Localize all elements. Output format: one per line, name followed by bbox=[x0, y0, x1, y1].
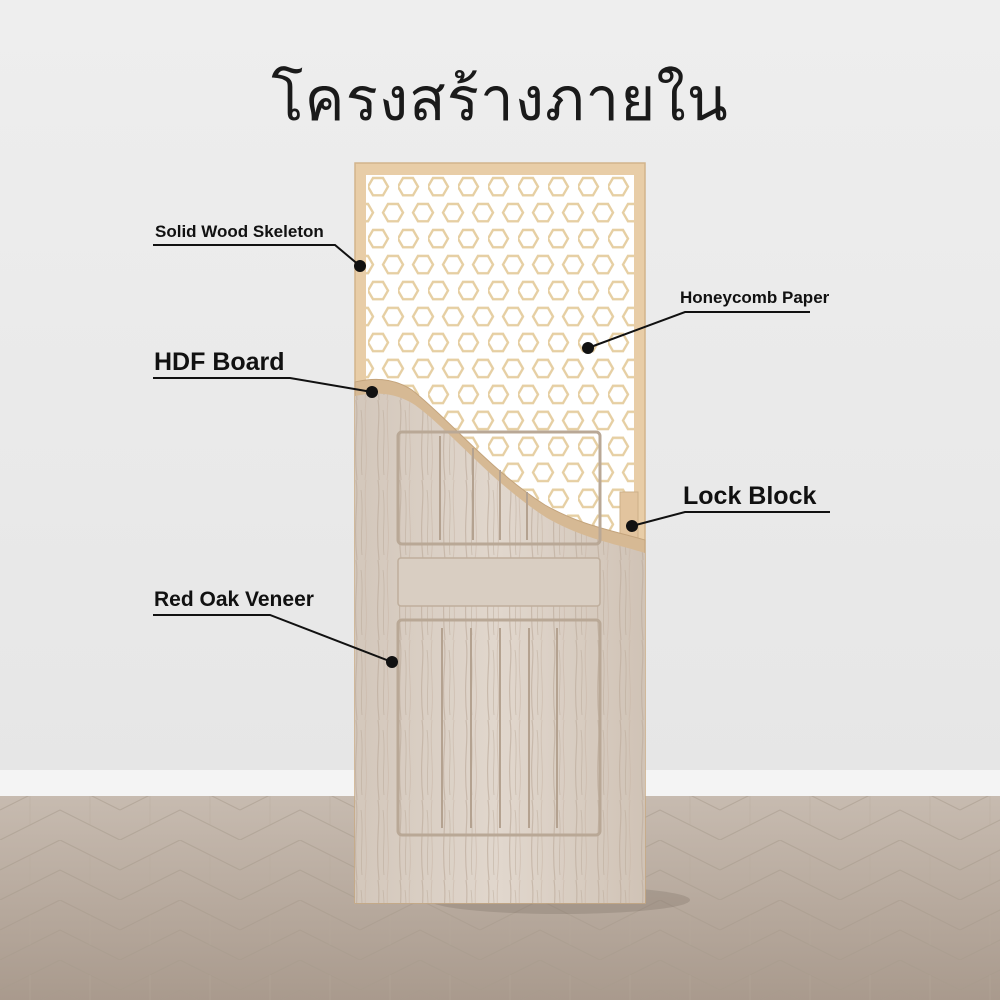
lower-door-panel bbox=[396, 618, 602, 837]
leader-hdf-board bbox=[153, 377, 373, 393]
dot-red-oak-veneer bbox=[386, 656, 398, 668]
dot-lock-block bbox=[626, 520, 638, 532]
upper-panel-grooves bbox=[439, 436, 528, 540]
leader-solid-wood-skeleton bbox=[153, 244, 361, 267]
dot-hdf-board bbox=[366, 386, 378, 398]
upper-door-panel bbox=[396, 430, 602, 546]
label-solid-wood-skeleton: Solid Wood Skeleton bbox=[155, 222, 324, 241]
label-hdf-board: HDF Board bbox=[154, 348, 285, 376]
leader-red-oak-veneer bbox=[153, 614, 393, 663]
middle-rail bbox=[397, 557, 601, 607]
label-lock-block: Lock Block bbox=[683, 482, 817, 510]
page-title: โครงสร้างภายใน bbox=[271, 65, 729, 135]
leader-honeycomb-paper bbox=[587, 311, 810, 349]
dot-solid-wood-skeleton bbox=[354, 260, 366, 272]
leader-dots bbox=[354, 260, 638, 668]
label-honeycomb-paper: Honeycomb Paper bbox=[680, 288, 830, 307]
label-red-oak-veneer: Red Oak Veneer bbox=[154, 588, 314, 611]
lower-panel-grooves bbox=[441, 628, 558, 828]
dot-honeycomb-paper bbox=[582, 342, 594, 354]
leader-lock-block bbox=[631, 511, 830, 527]
leader-lines bbox=[153, 244, 830, 663]
